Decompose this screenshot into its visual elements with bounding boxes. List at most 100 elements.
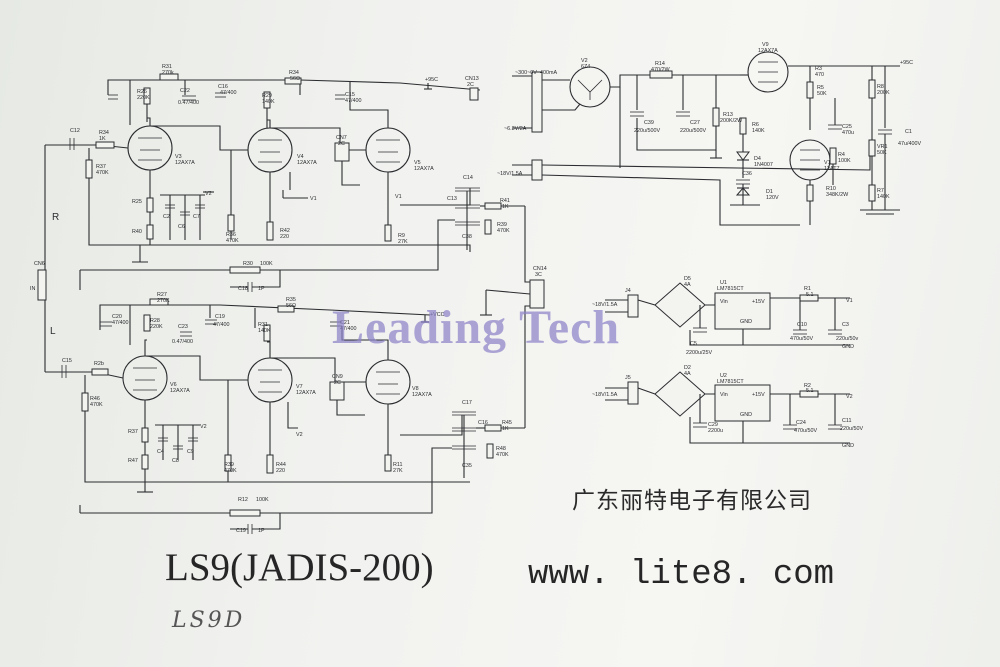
label-r4: R4 xyxy=(838,152,845,158)
label-r14: R14 xyxy=(655,61,665,67)
label-c20-value: 47/400 xyxy=(112,320,129,326)
label-c21: C21 xyxy=(340,320,350,326)
label-r34b-value: 1K xyxy=(99,136,106,142)
label-d2-value: 4A xyxy=(684,371,691,377)
regulator-supply-2 xyxy=(605,371,850,444)
label-c10: C10 xyxy=(797,322,807,328)
label-c15: C15 xyxy=(345,92,355,98)
label-r42: R42 xyxy=(280,228,290,234)
label-c23-value: 0.47/400 xyxy=(172,339,193,345)
label-c16b: C16 xyxy=(478,420,488,426)
label-vin1: Vin xyxy=(720,299,728,305)
label-c19: C19 xyxy=(215,314,225,320)
label-c14: C14 xyxy=(463,175,473,181)
handwritten-note: LS9D xyxy=(172,608,246,633)
label-r42-value: 220 xyxy=(280,234,289,240)
label-v9: V9 xyxy=(762,42,769,48)
label-c24-value: 470u/50V xyxy=(794,428,817,434)
label-cn6: CN6 xyxy=(34,261,45,267)
label-c11: C11 xyxy=(842,418,852,424)
label-r8: R8 xyxy=(877,84,884,90)
label-r31b: R31 xyxy=(258,322,268,328)
label-c24: C24 xyxy=(796,420,806,426)
label-r41: R41 xyxy=(500,198,510,204)
label-r26-value: 220K xyxy=(137,95,150,101)
label-r10: R10 xyxy=(826,186,836,192)
label-r28: R28 xyxy=(150,318,160,324)
label-c22: C22 xyxy=(180,88,190,94)
label-r7: R7 xyxy=(877,188,884,194)
label-r36-value: 470K xyxy=(226,238,239,244)
label-cn13: CN13 xyxy=(465,76,479,82)
label-v4-type: 12AX7A xyxy=(297,160,317,166)
label-v1-tube: V1 xyxy=(824,160,831,166)
label-vcc-mid: +VCC xyxy=(430,312,445,318)
label-r5: R5 xyxy=(817,85,824,91)
label-cn14: CN14 xyxy=(533,266,547,272)
label-c7: C7 xyxy=(193,214,200,220)
label-r1-value: 5.1 xyxy=(806,292,814,298)
label-r27-value: 270K xyxy=(157,298,170,304)
label-r3-value: 470 xyxy=(815,72,824,78)
label-ac-ps2: ~18V/1.5A xyxy=(592,392,618,398)
label-c19b: C19 xyxy=(236,528,246,534)
label-d4: D4 xyxy=(754,156,761,162)
label-vr1: VR1 xyxy=(877,144,888,150)
label-c1: C1 xyxy=(905,129,912,135)
label-u2: U2 xyxy=(720,373,727,379)
label-r6-value: 140K xyxy=(752,128,765,134)
label-r45-value: 1K xyxy=(502,426,509,432)
label-r28-value: 220K xyxy=(150,324,163,330)
label-u2-type: LM7815CT xyxy=(717,379,744,385)
label-cn7: CN7 xyxy=(336,135,347,141)
label-v6: V6 xyxy=(170,382,177,388)
hv-power-supply xyxy=(512,51,900,226)
label-ac-hv: ~300~0V~400mA xyxy=(515,70,558,76)
component-labels: R31 270k R26 220K C22 0.47/400 C16 47/40… xyxy=(30,42,921,534)
label-c23: C23 xyxy=(178,324,188,330)
label-gnd2: GND xyxy=(740,412,752,418)
label-cn7-value: 2C xyxy=(338,141,345,147)
label-v1-out: V1 xyxy=(846,298,853,304)
label-r12: R12 xyxy=(238,497,248,503)
label-r30-value: 100K xyxy=(260,261,273,267)
input-connectors xyxy=(37,145,545,428)
label-d5: D5 xyxy=(684,276,691,282)
label-input: IN xyxy=(30,286,35,292)
label-r9: R9 xyxy=(398,233,405,239)
label-c15-value: 47/400 xyxy=(345,98,362,104)
label-r29-value: 140K xyxy=(262,99,275,105)
label-c27-value: 220u/500V xyxy=(680,128,706,134)
label-ac-heater: ~6.3V/2A xyxy=(504,126,527,132)
label-r34-value: 56Ω xyxy=(290,76,300,82)
label-d1-value: 120V xyxy=(766,195,779,201)
label-r31-value: 270k xyxy=(162,70,174,76)
label-r27: R27 xyxy=(157,292,167,298)
left-channel-circuit xyxy=(45,298,525,534)
label-v1-tube-type: 12AT7 xyxy=(824,166,839,172)
label-r3: R3 xyxy=(815,66,822,72)
label-r26: R26 xyxy=(137,89,147,95)
label-r44: R44 xyxy=(276,462,286,468)
label-r2b: R2b xyxy=(94,361,104,367)
label-c25-value: 470u xyxy=(842,130,854,136)
label-cn9: CN9 xyxy=(332,374,343,380)
label-r46-value: 470K xyxy=(90,402,103,408)
label-r31b-value: 140K xyxy=(258,328,271,334)
label-r34: R34 xyxy=(289,70,299,76)
label-channel-l: L xyxy=(50,326,56,337)
label-vcc-top: +95C xyxy=(425,77,438,83)
label-c8: C8 xyxy=(172,458,179,464)
label-r6: R6 xyxy=(752,122,759,128)
label-r35-value: 56Ω xyxy=(286,303,296,309)
label-u1-type: LM7815CT xyxy=(717,286,744,292)
label-c11-value: 220u/50V xyxy=(840,426,863,432)
label-v2b: V2 xyxy=(200,424,207,430)
label-gnd-b: GND xyxy=(842,443,854,449)
label-c19b-value: 1P xyxy=(258,528,265,534)
label-c16: C16 xyxy=(218,84,228,90)
label-c29-value: 2200u xyxy=(708,428,723,434)
label-c39: C39 xyxy=(644,120,654,126)
label-v7: V7 xyxy=(296,384,303,390)
label-c36: C36 xyxy=(742,171,752,177)
